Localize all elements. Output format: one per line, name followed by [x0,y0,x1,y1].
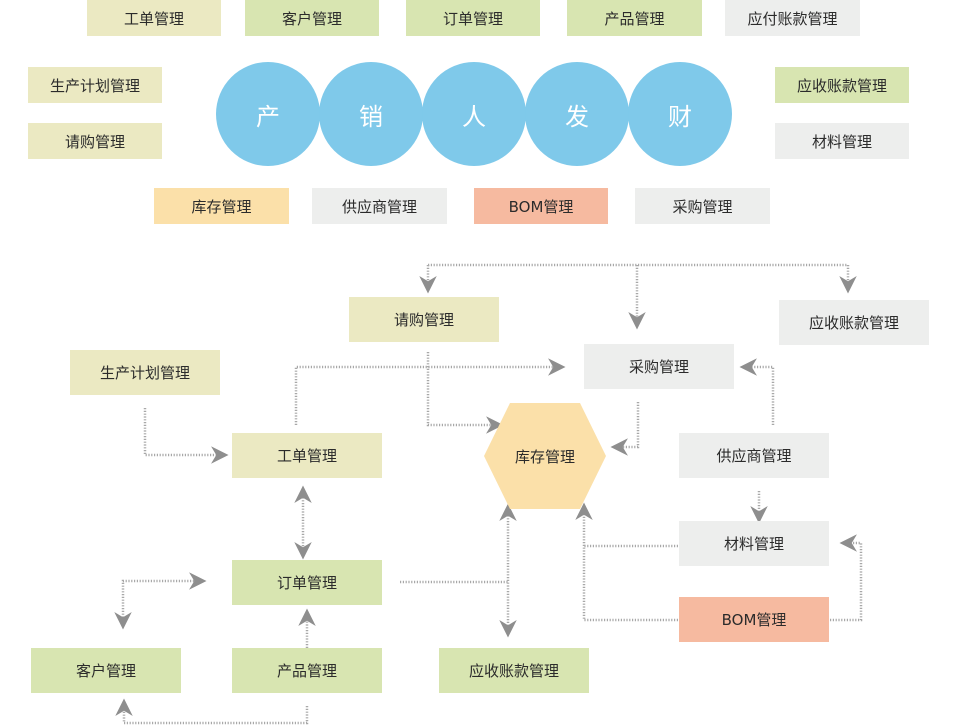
legend-bom: BOM管理 [474,188,608,224]
node-receivable-bottom[interactable]: 应收账款管理 [439,648,589,693]
legend-inventory: 库存管理 [154,188,289,224]
circle-finance: 财 [628,62,732,166]
node-bom[interactable]: BOM管理 [679,597,829,642]
legend-customer: 客户管理 [245,0,379,36]
legend-receivable: 应收账款管理 [775,67,909,103]
node-receivable-top[interactable]: 应收账款管理 [779,300,929,345]
node-production-plan[interactable]: 生产计划管理 [70,350,220,395]
node-work-order[interactable]: 工单管理 [232,433,382,478]
circle-delivery: 发 [525,62,629,166]
legend-work-order: 工单管理 [87,0,221,36]
connector-plan-to-workorder [143,408,229,464]
connector-bom-to-material [830,534,863,622]
node-material[interactable]: 材料管理 [679,521,829,566]
connector-supplier-to-purchase [739,358,775,425]
legend-purchase: 采购管理 [635,188,770,224]
node-product[interactable]: 产品管理 [232,648,382,693]
node-customer[interactable]: 客户管理 [31,648,181,693]
circle-production: 产 [216,62,320,166]
connector-purchase-to-inventory [610,402,640,456]
circle-sales: 销 [319,62,423,166]
legend-supplier: 供应商管理 [312,188,447,224]
node-order[interactable]: 订单管理 [232,560,382,605]
inventory-hexagon [484,403,606,509]
connector-bom-to-inventory [575,502,678,622]
legend-production-plan: 生产计划管理 [28,67,162,103]
node-purchase[interactable]: 采购管理 [584,344,734,389]
connector-requisition-to-inventory [426,352,504,434]
node-inventory[interactable]: 库存管理 [514,447,575,466]
legend-order: 订单管理 [406,0,540,36]
connector-customer-order [114,572,207,630]
connector-workorder-to-purchase [294,358,566,425]
node-requisition[interactable]: 请购管理 [349,297,499,342]
legend-material: 材料管理 [775,123,909,159]
legend-requisition: 请购管理 [28,123,162,159]
legend-product: 产品管理 [567,0,702,36]
node-supplier[interactable]: 供应商管理 [679,433,829,478]
legend-payable: 应付账款管理 [725,0,860,36]
circle-people: 人 [422,62,526,166]
connector-product-to-customer [115,698,309,725]
